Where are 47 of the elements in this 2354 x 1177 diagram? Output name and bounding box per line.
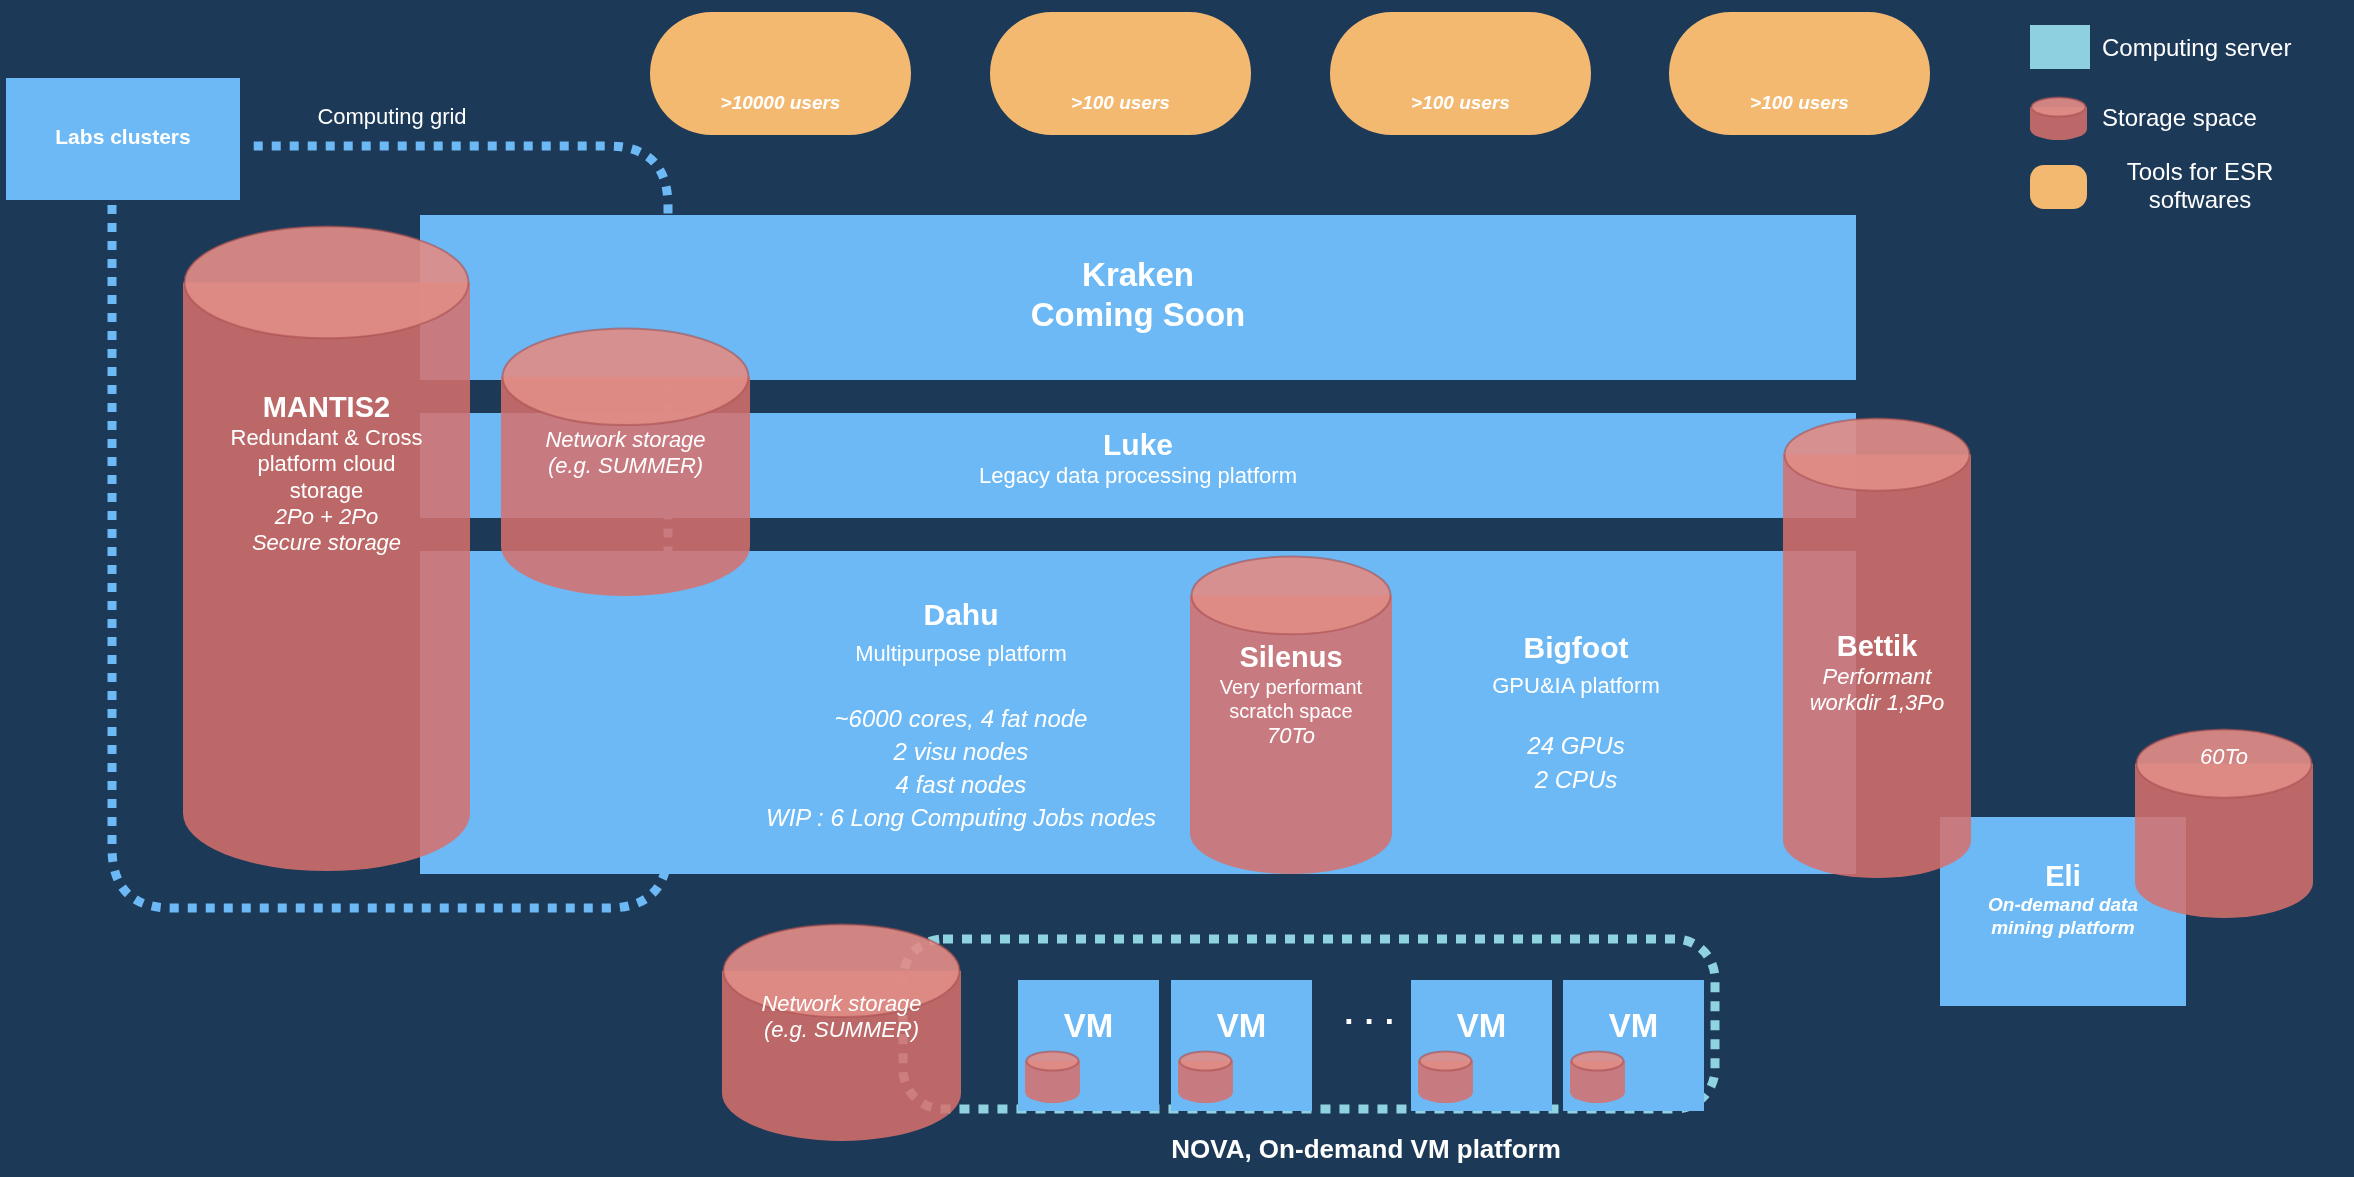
storage-capacity: 70To [1265,722,1317,750]
platform-description: GPU&IA platform [1491,673,1661,700]
ellipsis: · · · [1343,1003,1397,1041]
platform-spec: 2 CPUs [1533,765,1619,795]
platform-description: Legacy data processing platform [978,463,1298,490]
storage-capacity: 2Po + 2Po Secure storage [250,503,403,557]
user-count: >100 users [1070,92,1171,115]
storage-description: Very performant scratch space [1218,674,1364,723]
platform-name: Luke [1102,427,1174,463]
legend-text: Tools for ESR softwares [2125,158,2275,214]
platform-name: Dahu [922,597,1000,633]
grid-label: Computing grid [316,104,468,130]
platform-description: On-demand data mining platform [1988,893,2138,940]
storage-name: MANTIS2 [261,390,392,425]
platform-spec: ~6000 cores, 4 fat node [833,704,1089,734]
platform-spec: 24 GPUs [1526,731,1626,761]
platform-band [420,215,1856,380]
legend-text: Computing server [2102,34,2293,62]
platform-name: Eli [2044,859,2082,894]
storage-name: Network storage (e.g. SUMMER) [544,427,707,480]
storage-name: Silenus [1238,640,1344,675]
storage-capacity: 60To [2198,744,2250,771]
storage-name: Network storage (e.g. SUMMER) [760,991,923,1044]
storage-name: Bettik [1835,629,1919,664]
user-count: >100 users [1749,92,1850,115]
platform-name: Bigfoot [1522,630,1630,666]
storage-description: Redundant & Cross platform cloud storage [229,424,424,504]
platform-spec: 2 visu nodes [892,737,1030,767]
vm-box [1018,980,1159,1111]
platform-spec: 4 fast nodes [894,770,1028,800]
platform-name: NOVA, On-demand VM platform [1170,1134,1562,1166]
vm-label: VM [1062,1006,1115,1046]
vm-label: VM [1455,1006,1508,1046]
storage-description: Performant workdir 1,3Po [1808,663,1946,717]
vm-box [1411,980,1552,1111]
vm-box [1171,980,1312,1111]
vm-label: VM [1607,1006,1660,1046]
platform-name: Kraken Coming Soon [1029,255,1247,335]
platform-description: Multipurpose platform [854,641,1068,668]
cluster-box [6,78,240,200]
legend-text: Storage space [2102,104,2258,132]
platform-spec: WIP : 6 Long Computing Jobs nodes [765,803,1157,833]
vm-label: VM [1215,1006,1268,1046]
user-count: >10000 users [719,92,842,115]
vm-box [1563,980,1704,1111]
cluster-name: Labs clusters [54,124,192,150]
user-count: >100 users [1410,92,1511,115]
